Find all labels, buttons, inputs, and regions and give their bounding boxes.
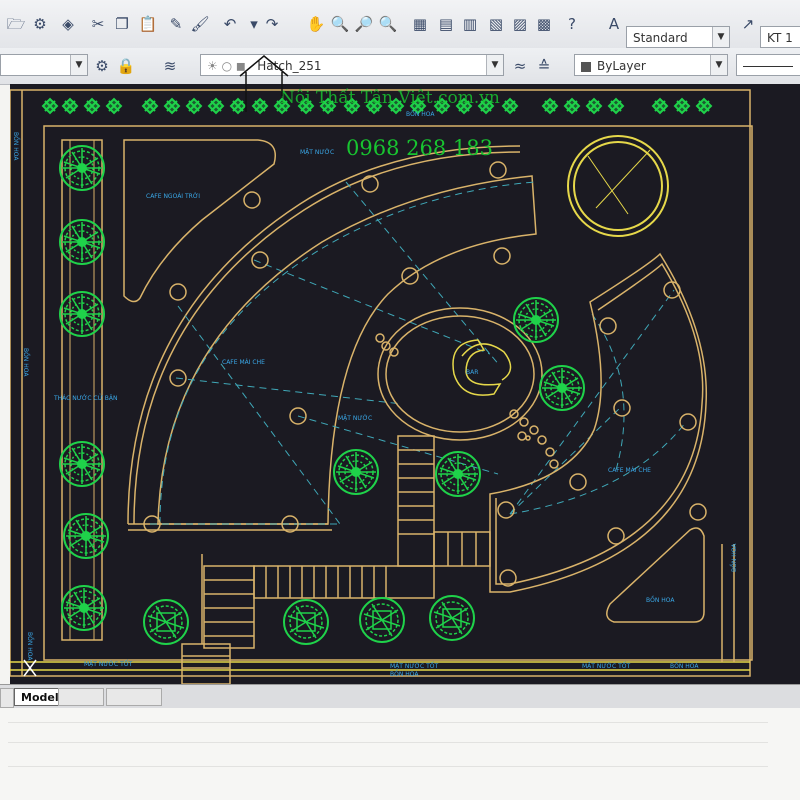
calculator-icon[interactable]: ▩ [536,15,552,33]
ucs-icon [23,659,37,677]
make-current-icon[interactable]: ≈ [513,57,527,75]
color-value: ByLayer [597,59,646,73]
dim-style-icon: ↗ [741,15,755,33]
markup-icon[interactable]: ▨ [512,15,528,33]
design-center-icon[interactable]: ▤ [438,15,454,33]
layer-select[interactable]: ☀ ○ ◼ Hatch_251 ▼ [200,54,504,76]
central-pond [375,307,559,469]
stairs [181,435,491,684]
label-bar: BAR [466,369,478,376]
layers-toolbar: ▼ ⚙ 🔒 ≋ ☀ ○ ◼ Hatch_251 ▼ ≈ ≙ ByLayer ▼ [0,48,800,85]
tab-layout2[interactable] [106,688,162,706]
text-style-select[interactable]: Standard ▼ [626,26,730,48]
pan-icon[interactable]: ✋ [306,15,326,33]
properties-icon[interactable]: ▦ [412,15,428,33]
open-icon[interactable]: 🗁 [6,15,26,33]
cut-icon[interactable]: ✂ [91,15,105,33]
label-cafe-mai-che-left: CAFE MÁI CHE [222,359,265,366]
layout-tabs: Model [0,684,800,709]
layer-previous-icon[interactable]: ≙ [537,57,551,75]
zoom-window-icon[interactable]: 🔎 [354,15,374,33]
layer-name: Hatch_251 [257,59,322,73]
chevron-down-icon: ▼ [712,27,729,47]
columns [143,161,707,587]
sheet-icon[interactable]: ⚙ [33,15,47,33]
label-mat-nuoc-bottom-center: MẶT NƯỚC TỐT [390,662,438,670]
label-mat-nuoc-bottom-left: MẶT NƯỚC TỐT [84,660,132,668]
watermark-site: Nội Thất Tân Việt.com.vn [280,88,500,108]
text-style-icon: A [608,15,620,33]
center-lines [150,181,687,525]
copy-icon[interactable]: ❐ [115,15,129,33]
zoom-realtime-icon[interactable]: 🔍 [330,15,350,33]
label-bon-hoa-bottom-center: BỒN HOA [390,669,419,678]
round-terrace [567,135,669,237]
drawing-canvas[interactable]: BỒN HOA BỒN HOA BỒN HOA BỒN HOA MẶT NƯỚC… [10,84,800,684]
left-planter [59,139,109,641]
dim-style-value: KT 1 [767,31,793,45]
chevron-down-icon: ▼ [710,55,727,75]
match-properties-icon[interactable]: ✎ [169,15,183,33]
layer-state-icons: ☀ ○ ◼ [207,59,246,73]
chevron-down-icon: ▼ [70,55,87,75]
label-bon-hoa-bottom-right: BỒN HOA [670,661,699,670]
label-bon-hoa-left-top: BỒN HOA [12,132,21,161]
label-bon-hoa-right: BỒN HOA [646,595,675,604]
workspace-select[interactable]: ▼ [0,54,88,76]
command-history-line [8,742,768,743]
command-history-line [8,766,768,767]
zoom-previous-icon[interactable]: 🔍 [378,15,398,33]
label-bon-hoa-top: BỒN HOA [406,109,435,118]
label-mat-nuoc-center: MẶT NƯỚC [338,415,372,422]
command-history-line [8,722,768,723]
right-cafe-area [489,252,735,662]
label-cafe-ngoai-troi: CAFE NGOÀI TRỜI [146,193,200,200]
paste-icon[interactable]: 📋 [138,15,158,33]
redo-icon[interactable]: ↷ [265,15,279,33]
watermark-phone: 0968 268 183 [346,136,493,160]
tool-palettes-icon[interactable]: ▥ [462,15,478,33]
text-style-value: Standard [633,31,688,45]
label-mat-nuoc-top: MẶT NƯỚC [300,149,334,156]
undo-dropdown-icon[interactable]: ▾ [250,15,258,33]
color-swatch-icon [581,61,591,72]
publish-icon[interactable]: ◈ [62,15,74,33]
settings-icon[interactable]: ⚙ [95,57,109,75]
color-select[interactable]: ByLayer ▼ [574,54,728,76]
tab-scroll-left[interactable] [0,688,14,708]
help-icon[interactable]: ? [568,15,576,33]
house-logo-icon [239,55,289,112]
undo-icon[interactable]: ↶ [223,15,237,33]
sheet-set-icon[interactable]: ▧ [488,15,504,33]
site-plan-drawing: BỒN HOA BỒN HOA BỒN HOA BỒN HOA MẶT NƯỚC… [10,89,753,684]
linetype-select[interactable] [736,54,800,76]
standard-toolbar: 🗁 ⚙ ◈ ✂ ❐ 📋 ✎ 🖌 ↶ ▾ ↷ ✋ 🔍 🔎 🔍 ▦ ▤ ▥ ▧ ▨ … [0,0,800,49]
dim-style-select[interactable]: KT 1 [760,26,800,48]
plan-labels: BỒN HOA BỒN HOA BỒN HOA BỒN HOA MẶT NƯỚC… [12,109,738,678]
label-thac-nuoc: THÁC NƯỚC CỬ BẬN [53,394,117,402]
command-line[interactable] [0,708,800,800]
cafe-outdoor-area [123,139,276,303]
label-bon-hoa-left-mid: BỒN HOA [22,348,31,377]
linetype-preview [743,66,793,67]
lock-icon[interactable]: 🔒 [116,57,136,75]
site-boundary [10,89,753,677]
layer-properties-icon[interactable]: ≋ [163,57,177,75]
label-bon-hoa-right-edge: BỒN HOA [729,543,738,572]
label-cafe-mai-che-right: CAFE MÁI CHE [608,467,651,474]
label-bon-hoa-left-bottom: BỒN HOA [26,632,35,661]
brush-icon[interactable]: 🖌 [190,15,210,33]
tab-layout1[interactable] [58,688,104,706]
chevron-down-icon: ▼ [486,55,503,75]
label-mat-nuoc-bottom-right: MẶT NƯỚC TỐT [582,662,630,670]
